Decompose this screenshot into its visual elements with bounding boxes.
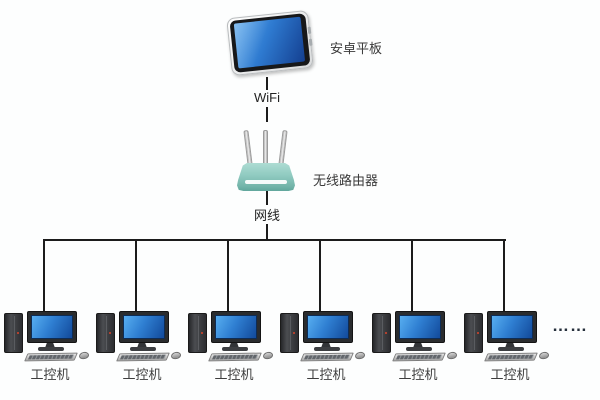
tablet-side-button [308,38,313,46]
monitor-base [498,347,524,351]
tower-power-led [17,332,19,334]
mouse-icon [354,351,366,360]
mouse-icon [538,351,550,360]
drop-line-2 [135,239,137,313]
tower-panel-line [290,316,292,350]
monitor-base [222,347,248,351]
drop-line-4 [319,239,321,313]
monitor-screen [399,315,441,339]
router-antenna-icon [263,130,268,168]
keyboard-icon [208,352,262,362]
workstation-label: 工控机 [122,367,162,382]
tablet-label: 安卓平板 [330,41,383,56]
workstation-node: 工控机 [458,300,550,400]
workstation-label: 工控机 [306,367,346,382]
more-workstations-ellipsis: …… [552,316,588,335]
keyboard-icon [392,352,446,362]
monitor-stand [321,343,331,348]
keyboard-keys [211,354,259,360]
lan-link-label: 网线 [247,205,287,224]
mouse-icon [78,351,90,360]
keyboard-icon [24,352,78,362]
keyboard-keys [27,354,75,360]
tower-power-led [477,332,479,334]
monitor-base [38,347,64,351]
drop-line-3 [227,239,229,313]
pc-tower-icon [96,313,115,353]
workstation-node: 工控机 [366,300,458,400]
workstation-node: 工控机 [90,300,182,400]
monitor-icon [395,311,445,343]
router-label: 无线路由器 [313,173,379,188]
monitor-stand [413,343,423,348]
router-front-stripe [245,180,287,184]
workstation-label: 工控机 [398,367,438,382]
monitor-icon [487,311,537,343]
wifi-link-label: WiFi [254,90,280,105]
monitor-stand [137,343,147,348]
monitor-screen [491,315,533,339]
keyboard-keys [303,354,351,360]
workstation-node: 工控机 [0,300,90,400]
monitor-screen [215,315,257,339]
tower-panel-line [106,316,108,350]
keyboard-icon [300,352,354,362]
drop-line-6 [503,239,505,313]
workstation-label: 工控机 [214,367,254,382]
tower-power-led [201,332,203,334]
keyboard-icon [116,352,170,362]
mouse-icon [170,351,182,360]
monitor-stand [229,343,239,348]
monitor-base [130,347,156,351]
router-antenna-icon [243,129,253,169]
tablet-side-button [307,26,312,34]
monitor-screen [31,315,73,339]
monitor-base [406,347,432,351]
monitor-stand [45,343,55,348]
mouse-icon [446,351,458,360]
workstation-label: 工控机 [490,367,530,382]
tower-power-led [293,332,295,334]
bus-line [44,239,506,241]
pc-tower-icon [464,313,483,353]
tower-power-led [109,332,111,334]
pc-tower-icon [372,313,391,353]
workstation-node: 工控机 [182,300,274,400]
tower-power-led [385,332,387,334]
tower-panel-line [14,316,16,350]
monitor-screen [307,315,349,339]
tower-panel-line [382,316,384,350]
pc-tower-icon [4,313,23,353]
wifi-link-line-top [266,77,268,90]
router-antenna-icon [278,129,288,169]
keyboard-icon [484,352,538,362]
tablet-screen-sheen [233,16,306,69]
keyboard-keys [119,354,167,360]
keyboard-keys [395,354,443,360]
workstation-node: 工控机 [274,300,366,400]
pc-tower-icon [280,313,299,353]
tablet-screen [233,16,306,69]
pc-tower-icon [188,313,207,353]
wifi-link-line-bottom [266,107,268,122]
monitor-icon [303,311,353,343]
monitor-base [314,347,340,351]
router-body [237,163,295,191]
mouse-icon [262,351,274,360]
workstation-label: 工控机 [30,367,70,382]
drop-line-5 [411,239,413,313]
tower-panel-line [198,316,200,350]
keyboard-keys [487,354,535,360]
tablet-icon [226,9,314,77]
monitor-icon [211,311,261,343]
drop-line-1 [43,239,45,313]
tower-panel-line [474,316,476,350]
wireless-router-icon [237,129,295,191]
monitor-stand [505,343,515,348]
monitor-icon [27,311,77,343]
monitor-screen [123,315,165,339]
monitor-icon [119,311,169,343]
